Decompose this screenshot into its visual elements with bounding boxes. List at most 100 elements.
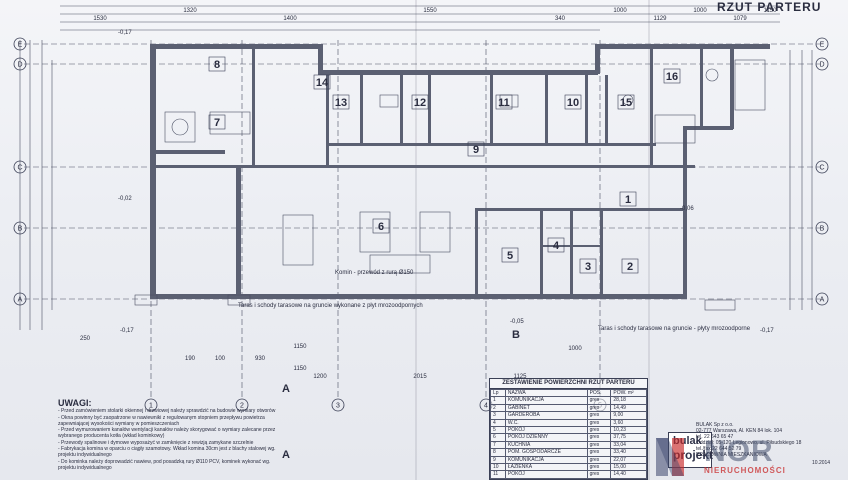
room-number-frame — [547, 237, 565, 253]
schedule-cell: 14,49 — [610, 403, 647, 413]
room-number: 15 — [620, 97, 632, 109]
room-number: 10 — [567, 97, 579, 109]
furniture — [134, 59, 766, 311]
schedule-header-cell: POW. m² — [610, 388, 647, 398]
axis-right-label: B — [820, 226, 825, 233]
note-item: - Do kominka należy doprowadzić nawiew, … — [58, 458, 271, 471]
schedule-cell: 2 — [490, 403, 506, 413]
schedule-cell: 15,00 — [610, 463, 647, 472]
room-number: 4 — [553, 240, 560, 252]
schedule-cell: gres — [586, 426, 612, 435]
room-number: 2 — [627, 261, 633, 273]
room-number-frame — [372, 218, 390, 234]
room-number: 8 — [214, 59, 220, 71]
axis-right-label-circle — [815, 292, 829, 306]
company-line: Oddział: 05-120 Legionowo, ul. Piłsudski… — [696, 440, 802, 446]
schedule-cell: gres — [586, 396, 612, 405]
schedule-cell: 1 — [490, 396, 506, 405]
room-number-frame — [619, 191, 637, 207]
axis-right-label: D — [819, 62, 824, 69]
axis-right-label-circle — [815, 221, 829, 235]
schedule-cell: 5 — [490, 426, 506, 435]
bottom-dimension-label: 100 — [215, 356, 226, 362]
axis-right-label-circle — [815, 57, 829, 71]
schedule-cell: KOMUNIKACJA — [504, 455, 588, 465]
level-mark: -0,05 — [510, 319, 524, 325]
room-number-frame — [467, 141, 485, 157]
schedule-cell: gres — [586, 411, 612, 420]
schedule-cell: 7 — [490, 440, 506, 450]
axis-right-label: C — [819, 165, 824, 172]
watermark-logo-icon — [656, 438, 684, 476]
schedule-cell: 8 — [490, 448, 506, 457]
schedule-cell: KOMUNIKACJA — [504, 396, 588, 405]
schedule-cell: KUCHNIA — [504, 440, 588, 450]
schedule-cell: POKÓJ DZIENNY — [504, 433, 588, 442]
schedule-cell: POKÓJ — [504, 426, 588, 435]
room-number: 12 — [414, 97, 426, 109]
bottom-dimension-label: 250 — [80, 336, 91, 342]
level-mark: -0,17 — [760, 328, 774, 334]
notes-list: - Przed zamówieniem stolarki okiennej i … — [58, 408, 283, 471]
schedule-header-cell: POS. — [586, 388, 612, 398]
schedule-cell: gres — [586, 418, 612, 428]
room-number: 3 — [585, 261, 591, 273]
left-dimension-lines — [19, 40, 53, 330]
bottom-dimension-label: 930 — [255, 356, 266, 362]
paper-fold — [415, 0, 417, 480]
level-mark: -0,17 — [118, 30, 132, 36]
axis-bottom-label-circle — [235, 398, 249, 412]
top-dimension-label: 1079 — [733, 16, 747, 22]
room-number-frame — [564, 94, 582, 110]
company-line: BULAK Sp z o.o. — [696, 422, 734, 428]
interior-walls — [252, 49, 703, 294]
note-item: - Okna powinny być zaopatrzone w nawiewn… — [58, 414, 265, 427]
top-dimension-label: 1530 — [93, 16, 107, 22]
plan-note: Taras i schody tarasowe na gruncie - pły… — [598, 326, 751, 332]
exterior-walls — [150, 44, 770, 299]
room-number: 1 — [625, 194, 631, 206]
schedule-cell: 33,40 — [610, 448, 647, 457]
note-item: - Fabrykacja komina w oparciu o ciągły s… — [58, 446, 276, 459]
room-number-frame — [621, 258, 639, 274]
room-number: 9 — [473, 144, 479, 156]
watermark-sub: NIERUCHOMOŚCI — [704, 466, 786, 475]
axis-left-label: B — [18, 226, 23, 233]
axis-left-label-circle — [13, 160, 27, 174]
schedule-cell: gres — [586, 470, 612, 479]
notes-block: UWAGI: - Przed zamówieniem stolarki okie… — [58, 398, 283, 471]
schedule-header-cell: Lp — [490, 388, 506, 398]
schedule-cell: 28,18 — [610, 396, 647, 405]
section-mark: A — [282, 449, 290, 461]
axis-left-label-circle — [13, 292, 27, 306]
agency-watermark: NOR NIERUCHOMOŚCI — [652, 432, 848, 480]
axis-bottom-label-circle — [331, 398, 345, 412]
bottom-dimension-label: 1150 — [294, 366, 308, 372]
room-number-frame — [313, 74, 331, 90]
right-dimension-lines — [789, 50, 813, 310]
schedule-cell: gres — [586, 440, 612, 450]
company-line: tel./fax 22 644 52 79 — [696, 446, 742, 452]
axis-bottom-label: 2 — [240, 403, 244, 410]
schedule-cell: 3 — [490, 411, 506, 420]
plan-note: Taras i schody tarasowe na gruncie wykon… — [238, 303, 423, 309]
company-line: PRACOWNIA MIESZKANIOWA — [696, 452, 767, 458]
level-mark: -0,17 — [120, 328, 134, 334]
bottom-dimension-label: 190 — [185, 356, 196, 362]
company-line: tel. 22 643 65 47 — [696, 434, 734, 440]
schedule-cell: 22,07 — [610, 455, 647, 465]
bottom-dimension-label: 1200 — [313, 374, 327, 380]
room-number: 16 — [666, 71, 678, 83]
room-number: 14 — [316, 77, 329, 89]
axis-left-label-circle — [13, 57, 27, 71]
